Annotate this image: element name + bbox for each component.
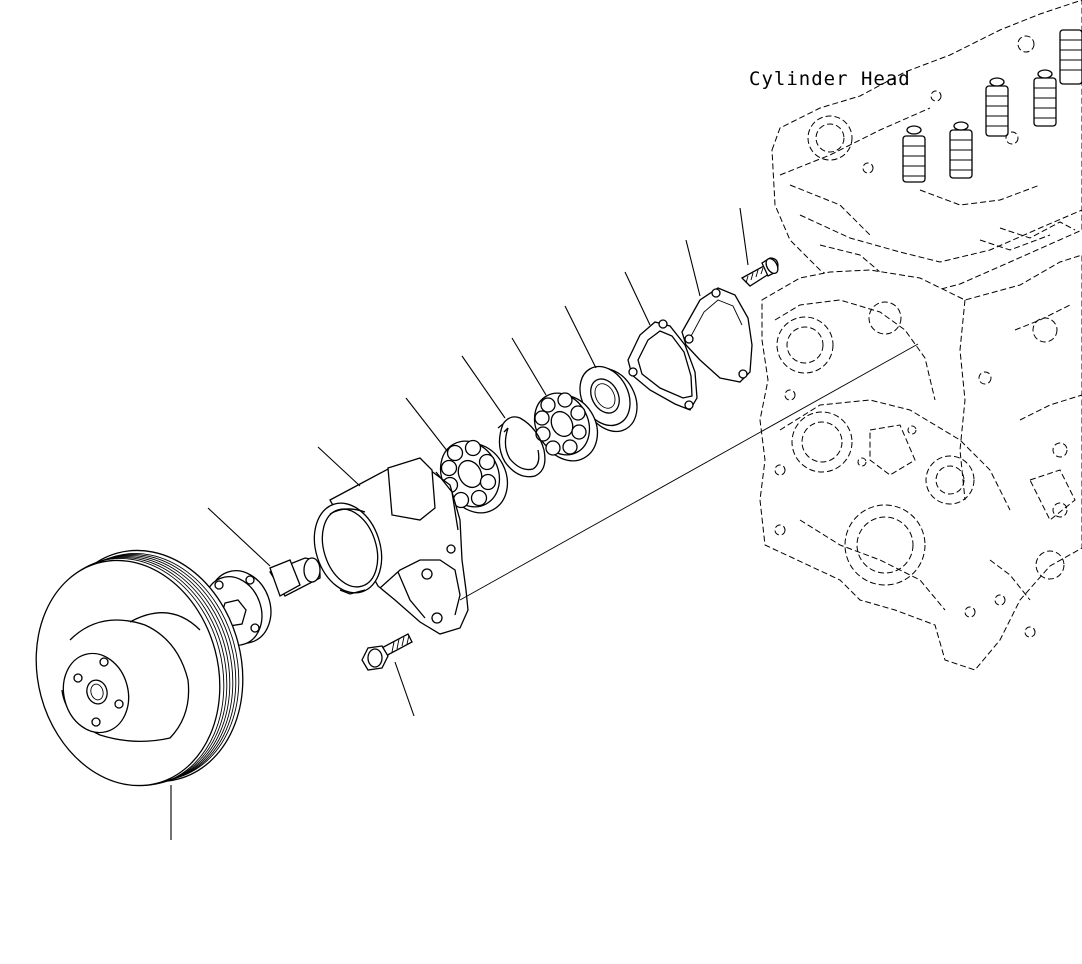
snap-ring xyxy=(497,416,546,478)
cylinder-head-label: Cylinder Head xyxy=(749,68,911,90)
bolt-upper xyxy=(740,257,779,287)
leader-lines xyxy=(170,207,919,840)
bolt-lower xyxy=(361,633,413,671)
engine-block xyxy=(759,0,1082,671)
cover-plate xyxy=(681,287,753,383)
pump-housing xyxy=(313,457,469,635)
gasket xyxy=(627,319,698,411)
oil-seal xyxy=(579,365,638,433)
ball-bearing-1 xyxy=(439,439,509,514)
pulley xyxy=(35,549,244,787)
